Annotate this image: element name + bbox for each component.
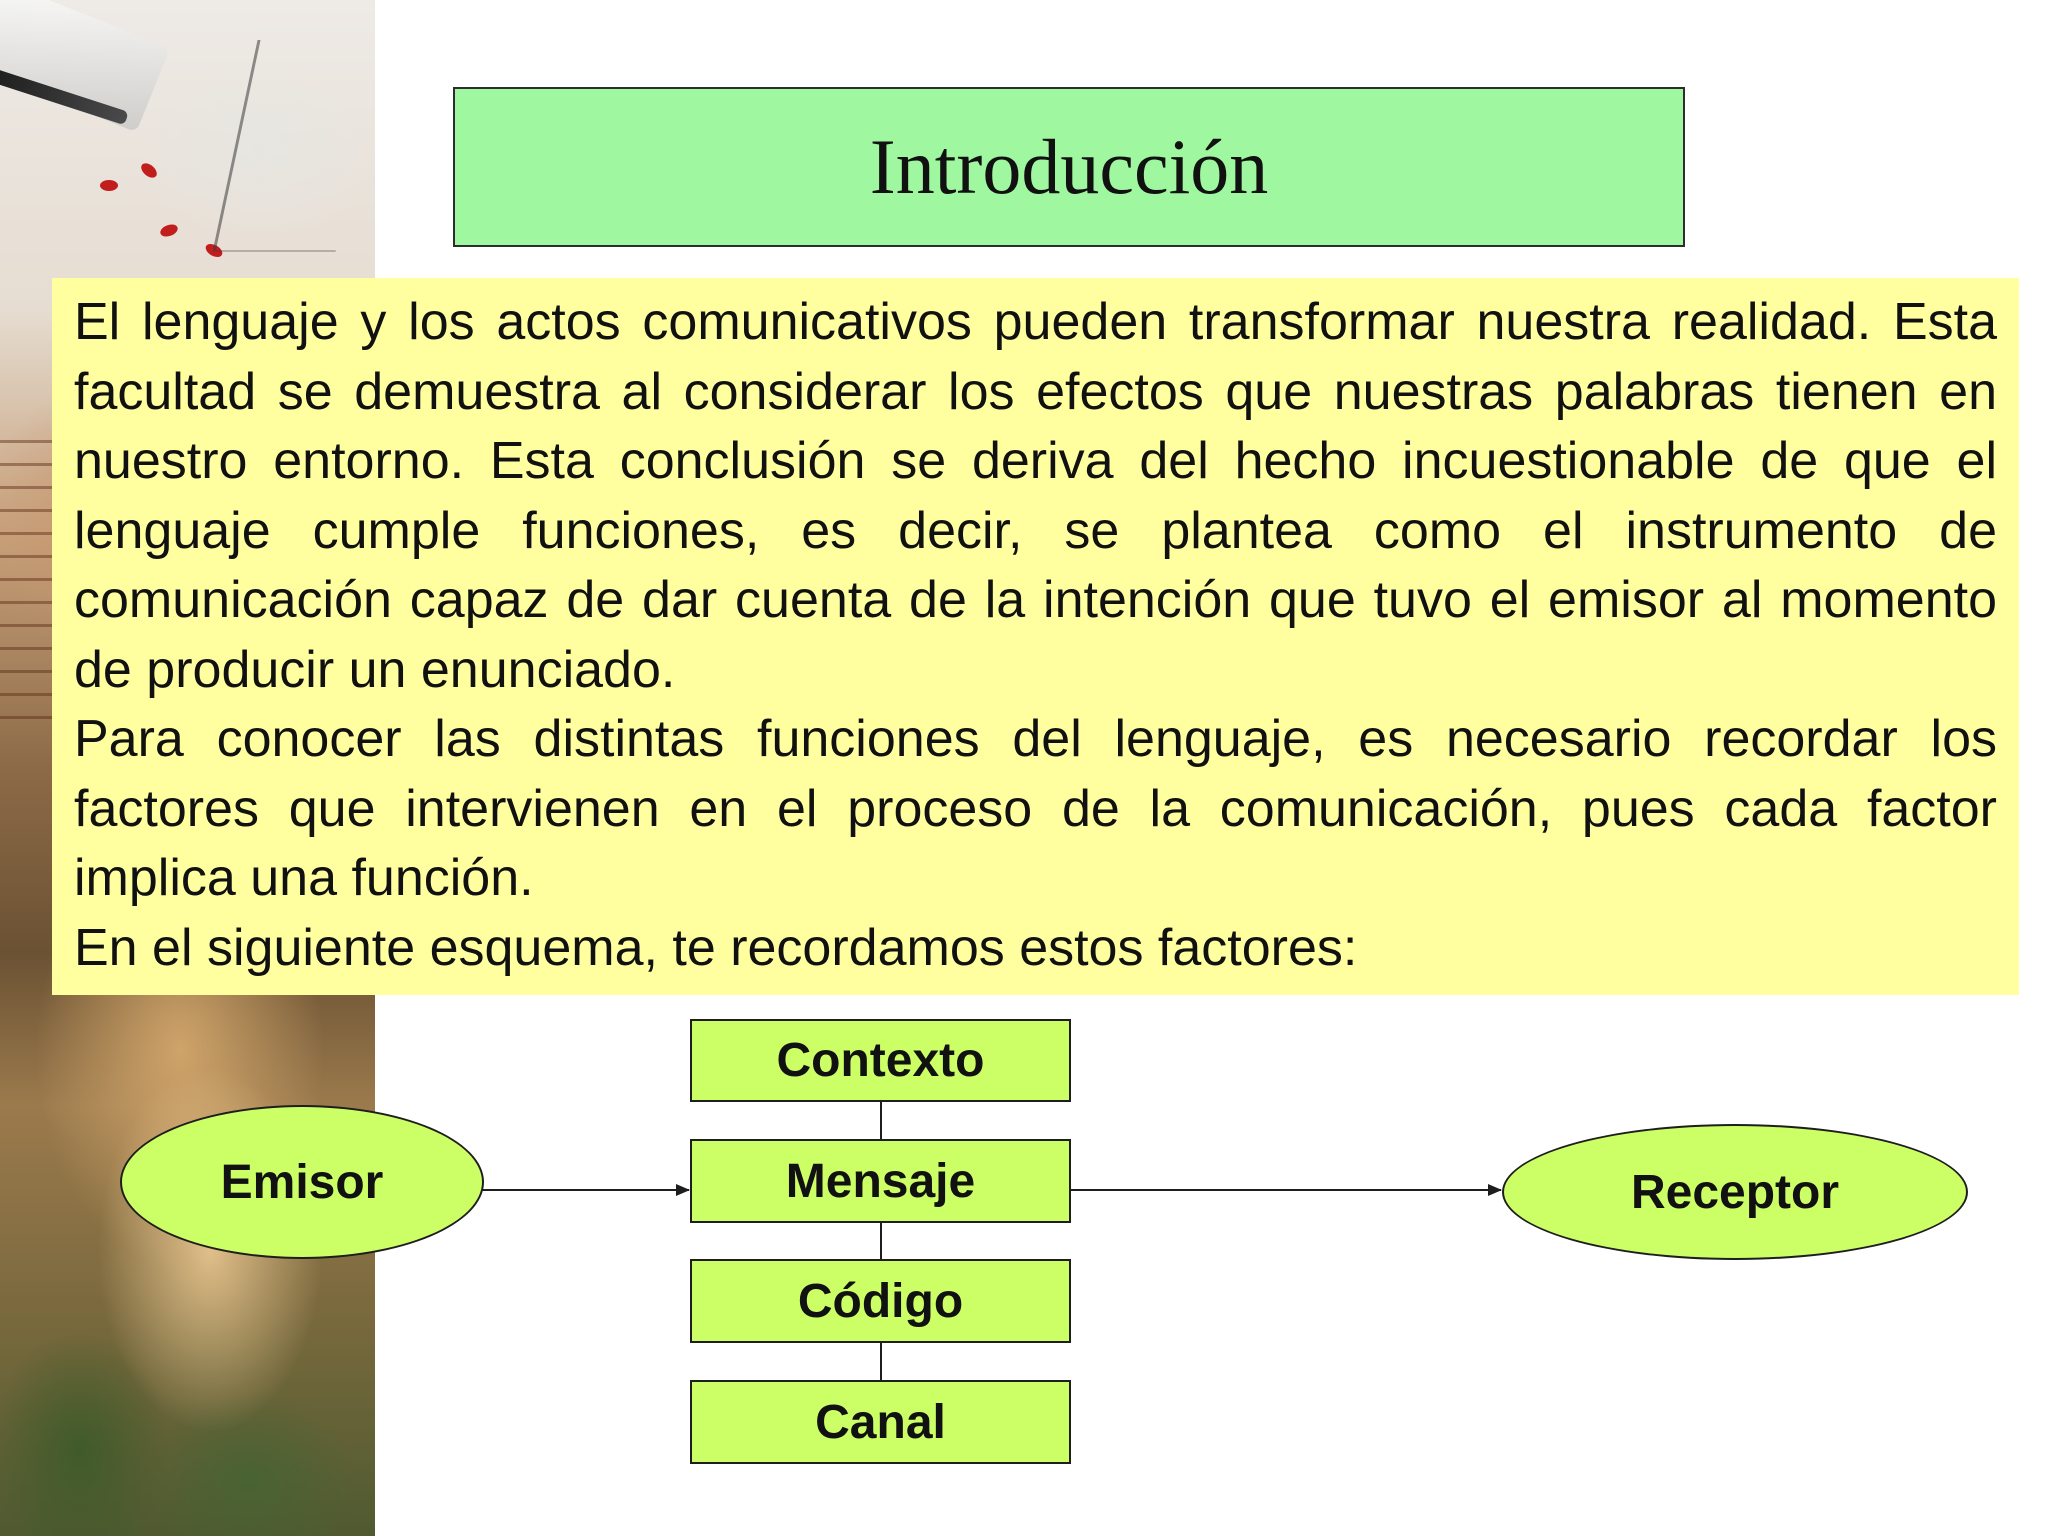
channel-node: Canal	[690, 1380, 1071, 1464]
intro-paragraph: Para conocer las distintas funciones del…	[74, 710, 1997, 907]
intro-paragraph: El lenguaje y los actos comunicativos pu…	[74, 293, 1997, 699]
channel-label: Canal	[815, 1395, 946, 1449]
intro-paragraph: En el siguiente esquema, te recordamos e…	[74, 918, 1358, 977]
rose-petal-decoration	[158, 222, 180, 239]
slide-title: Introducción	[869, 123, 1269, 210]
handwriting-decoration	[0, 420, 60, 720]
message-label: Mensaje	[785, 1154, 976, 1208]
sender-label: Emisor	[220, 1155, 384, 1209]
context-label: Contexto	[776, 1034, 985, 1087]
rose-petal-decoration	[100, 180, 118, 191]
receiver-label: Receptor	[1630, 1165, 1840, 1219]
intro-text-box: El lenguaje y los actos comunicativos pu…	[52, 278, 2019, 995]
rose-petal-decoration	[138, 160, 160, 181]
quixote-sketch-decoration	[212, 40, 381, 252]
context-node: Contexto	[690, 1019, 1071, 1102]
sender-node: Emisor	[120, 1105, 484, 1259]
receiver-node: Receptor	[1502, 1124, 1968, 1260]
slide-title-box: Introducción	[453, 87, 1685, 247]
code-node: Código	[690, 1259, 1071, 1343]
message-node: Mensaje	[690, 1139, 1071, 1223]
code-label: Código	[797, 1274, 964, 1328]
